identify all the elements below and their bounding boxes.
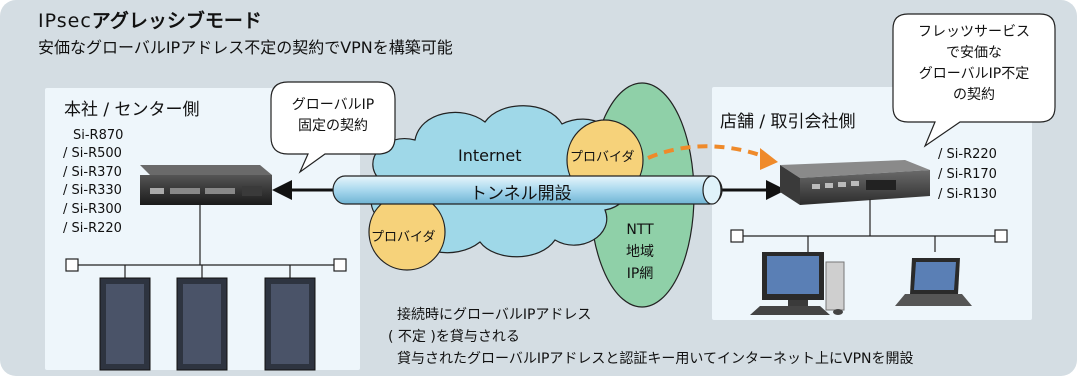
tunnel-label: トンネル開設 — [470, 184, 572, 204]
page-subtitle: 安価なグローバルIPアドレス不定の契約でVPNを構築可能 — [38, 38, 453, 57]
hq-model-3: / Si-R370 — [63, 165, 122, 180]
hq-title: 本社 / センター側 — [64, 100, 200, 120]
store-model-1: / Si-R220 — [938, 147, 997, 162]
store-title: 店舗 / 取引会社側 — [720, 112, 856, 132]
laptop-icon — [895, 258, 972, 306]
page-title: IPsecアグレッシブモード — [38, 10, 262, 32]
store-lan — [730, 199, 1008, 252]
note-line-3: 貸与されたグローバルIPアドレスと認証キー用いてインターネット上にVPNを開設 — [397, 351, 914, 367]
hq-bubble-text: グローバルIP 固定の契約 — [291, 97, 375, 134]
server-icon-2 — [176, 277, 228, 371]
ntt-network-label: NTT 地域 IP網 — [626, 222, 654, 282]
hq-model-6: / Si-R220 — [63, 221, 122, 236]
store-bubble-text: フレッツサービス で安価な グローバルIP不定 の契約 — [918, 24, 1030, 103]
store-bubble — [892, 13, 1056, 148]
hq-router-icon — [140, 165, 272, 205]
hq-model-2: / Si-R500 — [63, 146, 122, 161]
hq-lan — [65, 205, 347, 278]
server-icon-3 — [264, 277, 316, 371]
isp-label-right: プロバイダ — [570, 150, 635, 165]
internet-label: Internet — [458, 146, 522, 165]
server-icon-1 — [99, 277, 151, 371]
store-model-3: / Si-R130 — [938, 187, 997, 202]
note-line-2: ( 不定 )を貸与される — [388, 329, 520, 345]
hq-bubble — [270, 81, 396, 174]
hq-model-4: / Si-R330 — [63, 183, 122, 198]
isp-label-left: プロバイダ — [371, 230, 436, 245]
store-model-2: / Si-R170 — [938, 167, 997, 182]
store-router-icon — [780, 160, 930, 205]
hq-model-1: Si-R870 — [73, 128, 124, 143]
dhcp-assign-arrow — [647, 144, 778, 170]
hq-model-5: / Si-R300 — [63, 202, 122, 217]
desktop-pc-icon — [750, 252, 845, 315]
vpn-tunnel — [332, 175, 723, 205]
note-line-1: 接続時にグローバルIPアドレス — [397, 307, 592, 323]
